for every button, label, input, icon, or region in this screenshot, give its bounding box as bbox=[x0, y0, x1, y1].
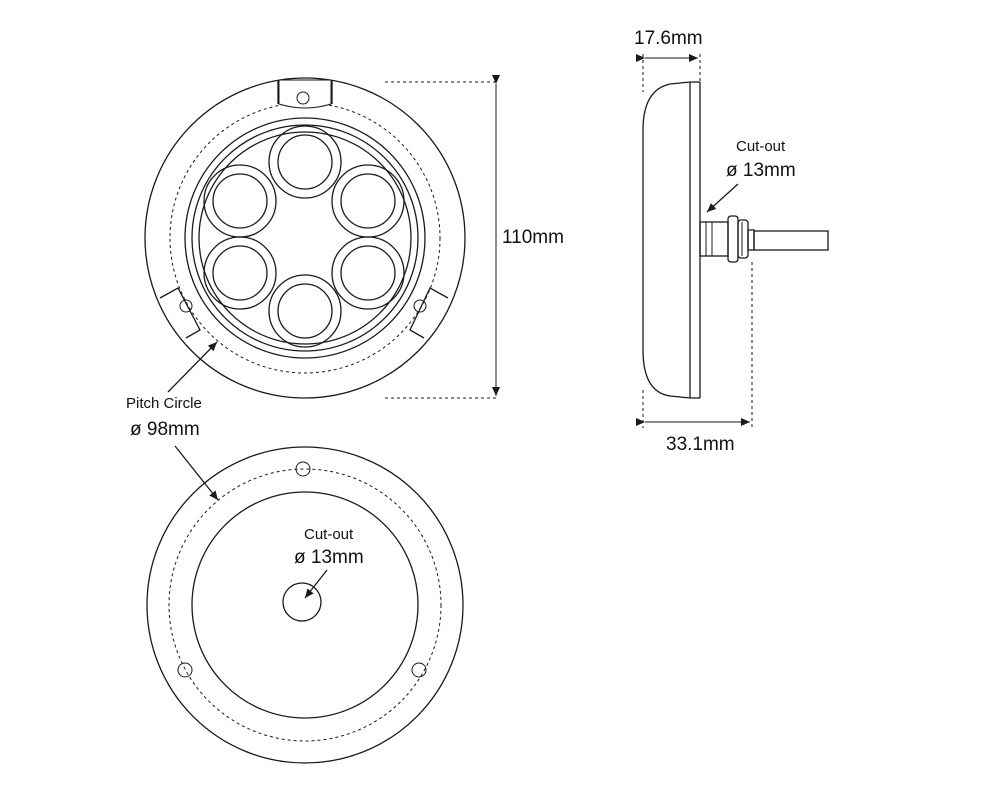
rear-screw-hole-right bbox=[411, 662, 427, 678]
pitch-circle-value: ø 98mm bbox=[130, 419, 200, 440]
front-pitch-circle bbox=[169, 102, 441, 374]
right-mount-tab bbox=[409, 287, 449, 339]
rear-body bbox=[191, 491, 419, 719]
front-lens-ring-inner bbox=[198, 131, 412, 345]
led-upper-left bbox=[203, 164, 277, 238]
side-view: 17.6mm 33.1mm Cut-out ø 13mm bbox=[634, 28, 829, 455]
rear-pitch-circle bbox=[168, 468, 442, 742]
cable bbox=[753, 230, 829, 251]
pitch-circle-leader: Pitch Circle ø 98mm bbox=[126, 341, 219, 501]
thickness-dim-label: 17.6mm bbox=[634, 28, 703, 49]
front-inner-rim bbox=[184, 117, 426, 359]
led-upper-right bbox=[331, 164, 405, 238]
right-screw-hole bbox=[413, 299, 427, 313]
rear-cutout-title: Cut-out bbox=[304, 526, 354, 543]
led-bottom bbox=[268, 274, 342, 348]
pitch-circle-title: Pitch Circle bbox=[126, 395, 202, 412]
rear-screw-hole-top bbox=[295, 461, 311, 477]
top-screw-hole bbox=[296, 91, 310, 105]
rear-view: Cut-out ø 13mm bbox=[146, 446, 464, 764]
depth-dimension: 33.1mm bbox=[636, 262, 753, 455]
front-outer-rim bbox=[144, 77, 466, 399]
led-lower-left bbox=[203, 236, 277, 310]
rear-screw-hole-left bbox=[177, 662, 193, 678]
rear-outer-rim bbox=[146, 446, 464, 764]
led-lower-right bbox=[331, 236, 405, 310]
side-cutout-leader: Cut-out ø 13mm bbox=[706, 138, 796, 213]
cable-gland bbox=[699, 215, 755, 263]
side-cutout-title: Cut-out bbox=[736, 138, 786, 155]
left-mount-tab bbox=[159, 287, 201, 339]
led-top bbox=[268, 125, 342, 199]
left-screw-hole bbox=[179, 299, 193, 313]
side-cutout-value: ø 13mm bbox=[726, 160, 796, 181]
side-lens-dome bbox=[642, 81, 691, 399]
front-lens-ring-outer bbox=[191, 124, 419, 352]
rear-cutout-value: ø 13mm bbox=[294, 547, 364, 568]
led-array bbox=[203, 125, 405, 348]
top-mount-tab bbox=[277, 79, 333, 109]
front-view: 110mm Pitch Circle ø 98mm bbox=[126, 75, 564, 501]
depth-dim-label: 33.1mm bbox=[666, 434, 735, 455]
rear-cable-cutout bbox=[282, 582, 322, 622]
height-dimension: 110mm bbox=[385, 75, 564, 399]
thickness-dimension: 17.6mm bbox=[634, 28, 703, 92]
height-dim-label: 110mm bbox=[502, 227, 564, 248]
